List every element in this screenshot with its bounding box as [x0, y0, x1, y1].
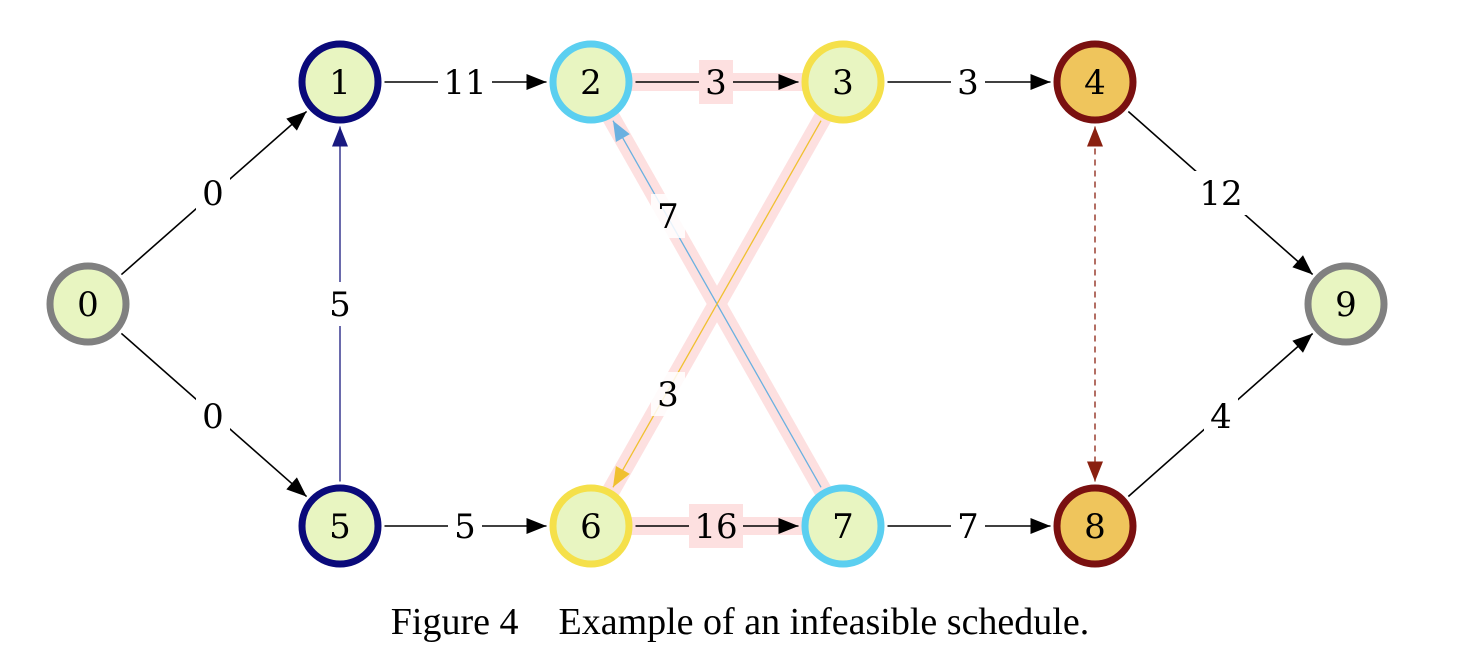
edge-label-bg-4-9	[1194, 171, 1248, 215]
node-8: 8	[1053, 484, 1137, 568]
node-circle-1	[298, 40, 382, 124]
node-circle-4	[1053, 40, 1137, 124]
node-label-1: 1	[329, 63, 351, 103]
edge-label-5-1: 5	[329, 285, 351, 325]
node-3: 3	[801, 40, 885, 124]
edge-label-bg-3-6	[651, 372, 685, 416]
figure-number: Figure 4	[390, 601, 519, 643]
caption-text: Example of an infeasible schedule.	[558, 601, 1090, 643]
edge-label-5-6: 5	[454, 507, 476, 547]
node-7: 7	[801, 484, 885, 568]
node-4: 4	[1053, 40, 1137, 124]
edge-label-1-2: 11	[443, 63, 486, 103]
node-circle-6	[549, 484, 633, 568]
edge-label-bg-0-1	[196, 171, 230, 215]
node-circle-5	[298, 484, 382, 568]
edge-3-6	[612, 120, 822, 488]
edge-label-2-3: 3	[705, 63, 727, 103]
edge-label-7-8: 7	[957, 507, 979, 547]
node-2: 2	[549, 40, 633, 124]
node-9: 9	[1304, 262, 1388, 346]
node-label-8: 8	[1084, 507, 1106, 547]
edge-label-bg-5-6	[448, 504, 482, 548]
node-label-7: 7	[832, 507, 854, 547]
node-label-9: 9	[1335, 285, 1357, 325]
edge-label-bg-7-8	[951, 504, 985, 548]
edge-label-bg-6-7	[689, 504, 743, 548]
edge-label-bg-3-4	[951, 60, 985, 104]
node-6: 6	[549, 484, 633, 568]
node-label-4: 4	[1084, 63, 1106, 103]
node-label-6: 6	[580, 507, 602, 547]
edge-label-bg-7-2	[651, 194, 685, 238]
node-0: 0	[46, 262, 130, 346]
edge-label-6-7: 16	[694, 507, 737, 547]
edge-label-0-5: 0	[202, 397, 224, 437]
edge-label-bg-1-2	[438, 60, 492, 104]
node-5: 5	[298, 484, 382, 568]
edge-label-8-9: 4	[1210, 397, 1232, 437]
node-circle-3	[801, 40, 885, 124]
edge-label-7-2: 7	[657, 197, 679, 237]
edge-label-3-6: 3	[657, 375, 679, 415]
edge-label-bg-0-5	[196, 394, 230, 438]
node-circle-8	[1053, 484, 1137, 568]
edge-label-0-1: 0	[202, 174, 224, 214]
figure-caption: Figure 4 Example of an infeasible schedul…	[0, 600, 1480, 644]
node-label-5: 5	[329, 507, 351, 547]
node-circle-0	[46, 262, 130, 346]
node-circle-2	[549, 40, 633, 124]
edge-label-bg-5-1	[323, 282, 357, 326]
node-label-3: 3	[832, 63, 854, 103]
node-label-2: 2	[580, 63, 602, 103]
node-circle-9	[1304, 262, 1388, 346]
node-circle-7	[801, 484, 885, 568]
edges	[120, 74, 1314, 534]
node-label-0: 0	[77, 285, 99, 325]
edge-label-3-4: 3	[957, 63, 979, 103]
node-1: 1	[298, 40, 382, 124]
edge-label-bg-2-3	[699, 60, 733, 104]
edge-label-bg-8-9	[1204, 394, 1238, 438]
edge-label-4-9: 12	[1199, 174, 1242, 214]
